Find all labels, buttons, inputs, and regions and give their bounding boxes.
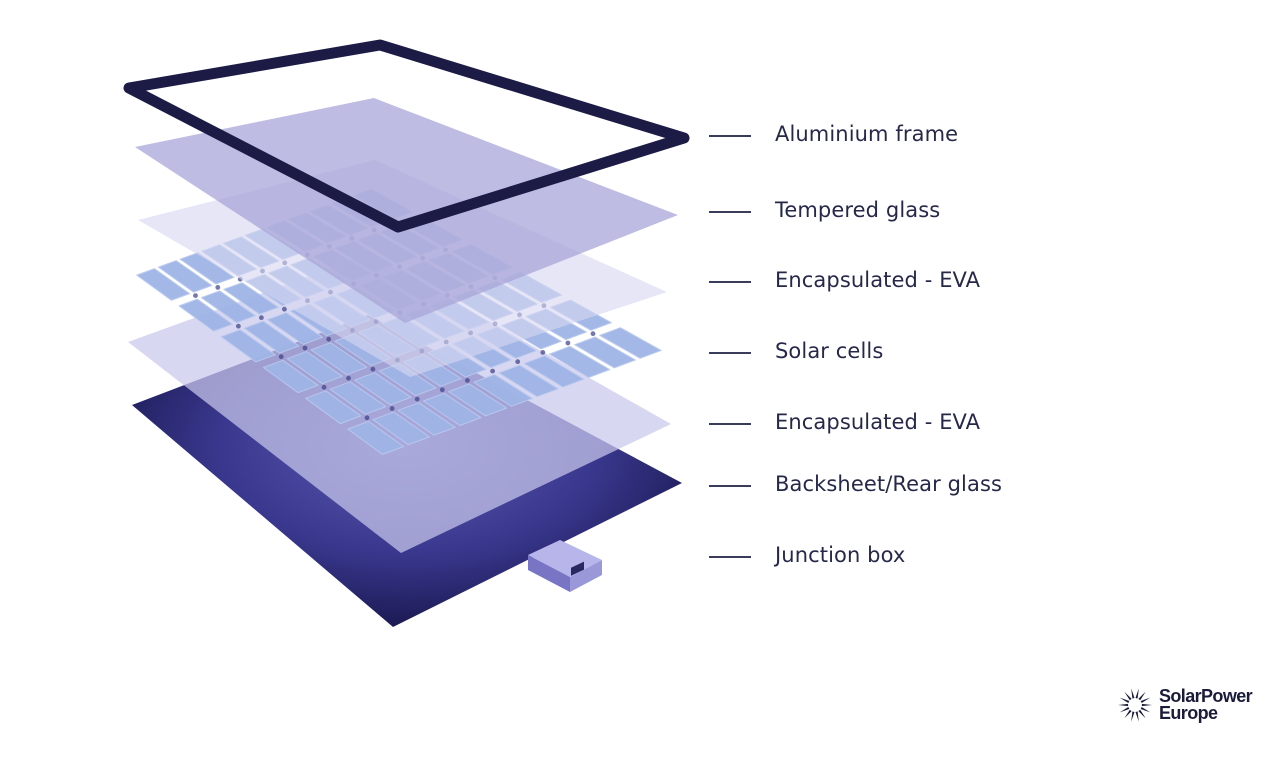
cell-connector-dot <box>282 306 287 312</box>
cell-connector-dot <box>590 331 596 337</box>
solar-cell <box>262 359 319 394</box>
cell-connector-dot <box>278 354 284 360</box>
cell-connector-dot <box>215 285 221 290</box>
solarpower-europe-logo: SolarPower Europe <box>1116 684 1276 724</box>
cell-connector-dot <box>565 340 571 346</box>
leader-line-glass <box>709 211 751 213</box>
cell-connector-dot <box>389 406 395 411</box>
cell-connector-dot <box>540 350 546 355</box>
solar-cell <box>523 355 585 388</box>
solar-cell <box>310 342 368 376</box>
sunburst-ray <box>1140 697 1151 703</box>
solar-cell <box>329 381 387 415</box>
sunburst-ray <box>1119 707 1130 713</box>
sunburst-ray <box>1135 711 1139 722</box>
solar-cell <box>178 298 233 332</box>
solar-cell <box>220 329 276 363</box>
sunburst-ray <box>1124 691 1132 701</box>
solar-cell <box>305 390 362 425</box>
cell-connector-dot <box>439 387 445 393</box>
cell-connector-dot <box>236 323 241 329</box>
solar-cell <box>157 260 213 293</box>
leader-line-eva-lower <box>709 423 751 425</box>
solar-cell <box>286 351 343 385</box>
solar-cell <box>354 372 412 406</box>
cell-connector-dot <box>515 359 521 365</box>
cell-connector-dot <box>302 345 308 351</box>
solar-cell <box>372 411 430 446</box>
cell-connector-dot <box>465 378 470 383</box>
cell-connector-dot <box>321 384 327 390</box>
solar-cell <box>266 312 324 345</box>
sunburst-ray <box>1118 703 1129 707</box>
label-solar-cells: Solar cells <box>775 339 884 363</box>
sunburst-ray <box>1124 709 1132 719</box>
sunburst-ray <box>1119 697 1130 703</box>
label-junction-box: Junction box <box>775 543 906 567</box>
aluminium-frame <box>123 39 690 233</box>
solar-cell <box>448 383 508 417</box>
solar-cell <box>179 252 235 285</box>
cell-connector-dot <box>193 293 198 298</box>
solar-cell <box>397 402 456 436</box>
sunburst-ray <box>1140 707 1151 713</box>
cell-connector-dot <box>364 415 370 421</box>
sunburst-ray <box>1135 688 1139 699</box>
label-encapsulated-eva-lower: Encapsulated - EVA <box>775 410 981 434</box>
cell-connector-dot <box>259 315 264 321</box>
cell-connector-dot <box>490 368 495 374</box>
junction-box <box>528 540 602 592</box>
leader-line-eva-upper <box>709 281 751 283</box>
sunburst-ray <box>1138 691 1146 701</box>
leader-line-cells <box>709 352 751 354</box>
solar-cell <box>422 392 482 426</box>
solar-cell <box>347 420 405 455</box>
label-tempered-glass: Tempered glass <box>775 198 941 222</box>
sunburst-ray <box>1131 688 1135 699</box>
label-aluminium-frame: Aluminium frame <box>775 122 959 146</box>
solar-cell <box>574 336 636 369</box>
solar-cell <box>200 290 256 324</box>
label-backsheet-rear-glass: Backsheet/Rear glass <box>775 472 1003 496</box>
solar-cell <box>548 345 611 378</box>
sunburst-ray <box>1138 709 1146 719</box>
sunburst-ray <box>1141 703 1152 707</box>
solar-cell <box>223 282 279 315</box>
logo-text-line2: Europe <box>1159 703 1218 723</box>
label-encapsulated-eva-upper: Encapsulated - EVA <box>775 268 981 292</box>
solar-cell <box>136 268 191 301</box>
sunburst-icon <box>1118 688 1152 722</box>
solar-cell <box>473 374 533 407</box>
cell-connector-dot <box>346 375 351 381</box>
solar-cell <box>243 320 300 354</box>
leader-line-junction <box>709 556 751 558</box>
cell-connector-dot <box>326 336 332 342</box>
leader-line-frame <box>709 135 751 137</box>
tempered-glass-layer <box>135 98 678 323</box>
sunburst-ray <box>1131 711 1135 722</box>
leader-line-backsheet <box>709 485 751 487</box>
logo-text-line1: SolarPower <box>1159 686 1253 706</box>
cell-connector-dot <box>370 366 376 372</box>
solar-cell <box>599 327 662 359</box>
solar-cell <box>498 364 559 398</box>
cell-connector-dot <box>414 396 420 402</box>
